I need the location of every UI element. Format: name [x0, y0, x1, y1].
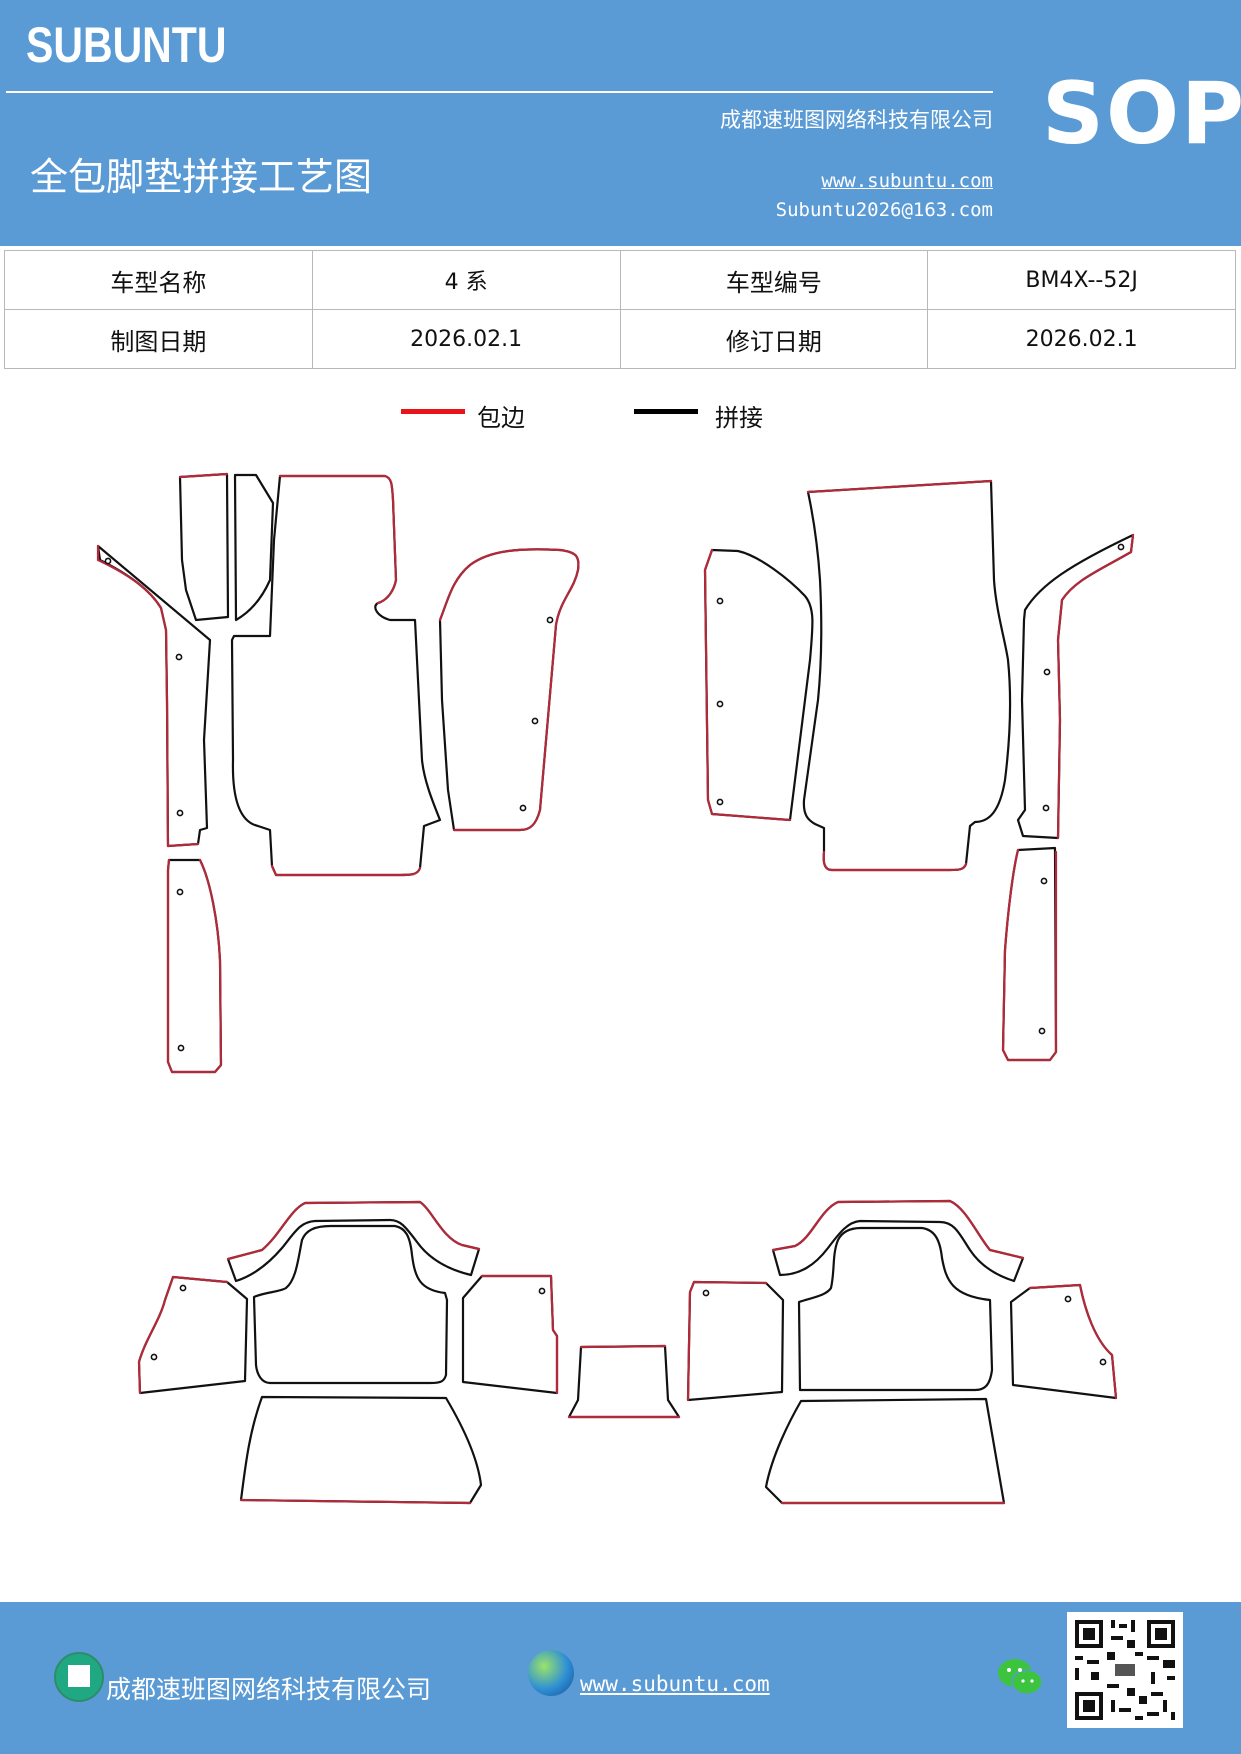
page-title: 全包脚垫拼接工艺图: [30, 155, 373, 199]
rear-right-seat-piece: [797, 1226, 994, 1392]
rear-left-seat-piece: [252, 1224, 449, 1385]
edge-trim: [703, 548, 792, 822]
draw-date-label: 制图日期: [4, 309, 313, 369]
draw-date-value: 2026.02.1: [311, 309, 621, 369]
company-icon: [54, 1652, 104, 1702]
table-row: 车型名称 4 系 车型编号 BM4X--52J: [4, 250, 1236, 310]
edge-trim: [96, 544, 200, 848]
edge-trim: [567, 1344, 681, 1419]
edge-trim: [480, 1274, 559, 1395]
revise-date-label: 修订日期: [619, 309, 929, 369]
left-side-strip-piece: [96, 544, 212, 848]
footer-banner: 成都速班图网络科技有限公司 www.subuntu.com: [0, 1602, 1241, 1754]
model-name-label: 车型名称: [4, 250, 313, 310]
right-side-strip-piece: [1016, 533, 1135, 840]
edge-trim: [806, 479, 993, 494]
rear-right-inner-flap: [686, 1280, 785, 1402]
model-code-value: BM4X--52J: [927, 250, 1236, 310]
globe-icon: [528, 1650, 574, 1696]
sop-label: SOP: [1042, 64, 1241, 164]
bolt-holes-fr: [716, 543, 1125, 1035]
driver-main-mat: [230, 474, 442, 877]
company-name: 成都速班图网络科技有限公司: [720, 108, 993, 132]
info-table: 车型名称 4 系 车型编号 BM4X--52J 制图日期 2026.02.1 修…: [4, 250, 1236, 369]
rear-left-outer-flap: [137, 1275, 249, 1395]
bolt-holes-rl: [150, 1284, 546, 1361]
edge-trim: [178, 472, 229, 479]
legend-label-seam: 拼接: [715, 404, 763, 432]
edge-trim: [771, 1199, 1025, 1260]
legend-swatch-seam: [634, 409, 698, 414]
front-right-tunnel-piece: [703, 548, 814, 822]
rear-left-top-arch: [226, 1200, 481, 1283]
edge-trim: [239, 1498, 472, 1505]
model-name-value: 4 系: [311, 250, 621, 310]
table-row: 制图日期 2026.02.1 修订日期 2026.02.1: [4, 309, 1236, 369]
header-banner: SUBUNTU 成都速班图网络科技有限公司 SOP 全包脚垫拼接工艺图 www.…: [0, 0, 1241, 246]
bolt-holes-rr: [702, 1289, 1107, 1366]
website-link[interactable]: www.subuntu.com: [821, 170, 993, 192]
edge-trim: [1056, 533, 1135, 840]
passenger-main-mat: [802, 479, 1012, 872]
footer-company-name: 成都速班图网络科技有限公司: [106, 1675, 432, 1704]
edge-trim: [438, 548, 580, 832]
wechat-icon: [998, 1659, 1043, 1695]
right-lower-strip-piece: [1001, 846, 1058, 1062]
footer-website-link[interactable]: www.subuntu.com: [580, 1672, 770, 1696]
rear-center-tunnel-piece: [567, 1344, 681, 1419]
legend-swatch-edge: [401, 409, 465, 414]
front-left-mat-group: [96, 472, 580, 1074]
edge-trim: [137, 1275, 229, 1395]
narrow-panel-b: [233, 473, 275, 622]
edge-trim: [686, 1280, 768, 1402]
email-address: Subuntu2026@163.com: [775, 199, 993, 221]
edge-trim: [1001, 848, 1058, 1062]
revise-date-value: 2026.02.1: [927, 309, 1236, 369]
edge-trim: [822, 850, 968, 872]
legend: 包边 拼接: [0, 398, 1241, 438]
header-divider: [6, 91, 993, 93]
edge-trim: [270, 864, 422, 877]
rear-right-lower-piece: [764, 1397, 1006, 1505]
edge-trim: [278, 474, 398, 605]
qr-code[interactable]: [1067, 1612, 1183, 1728]
front-left-tunnel-piece: [438, 548, 580, 832]
rear-left-lower-piece: [239, 1395, 483, 1505]
bolt-holes-fl: [104, 557, 554, 1052]
model-code-label: 车型编号: [619, 250, 929, 310]
edge-trim: [166, 858, 223, 1074]
rear-left-mat-group: [137, 1200, 559, 1505]
left-lower-strip-piece: [166, 858, 223, 1074]
narrow-panel-a: [178, 472, 230, 622]
rear-right-mat-group: [686, 1199, 1118, 1505]
rear-right-top-arch: [771, 1199, 1025, 1283]
legend-label-edge: 包边: [477, 404, 525, 432]
brand-logo: SUBUNTU: [26, 17, 227, 73]
edge-trim: [226, 1200, 481, 1261]
edge-trim: [1028, 1283, 1118, 1400]
front-right-mat-group: [703, 479, 1135, 1062]
